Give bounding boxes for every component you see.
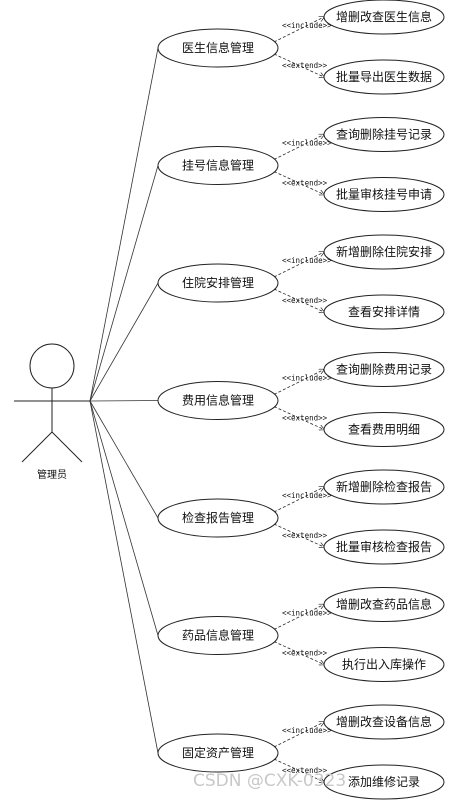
use-case-ellipse	[157, 28, 279, 68]
extend-use-case-label: 添加维修记录	[348, 774, 420, 789]
include-use-case-ellipse	[323, 117, 445, 152]
extend-stereotype-label: <<extend>>	[282, 414, 328, 423]
include-use-case-label: 查询删除挂号记录	[336, 127, 432, 142]
extend-use-case-ellipse	[323, 647, 445, 682]
extend-use-case-ellipse	[323, 529, 445, 565]
association-line	[89, 400, 159, 402]
use-case-label: 挂号信息管理	[182, 158, 254, 173]
extend-stereotype-label: <<extend>>	[282, 766, 328, 775]
use-case-label: 医生信息管理	[182, 40, 254, 55]
use-case-label: 住院安排管理	[182, 275, 254, 290]
association-line	[89, 400, 159, 754]
include-stereotype-label: <<include>>	[282, 491, 332, 500]
actor-left-leg	[21, 431, 53, 463]
extend-dependency-arrow	[273, 406, 324, 430]
association-line	[89, 47, 159, 402]
watermark-text: CSDN @CXK-0323	[193, 771, 346, 791]
use-case-ellipse	[157, 146, 279, 185]
use-case-ellipse	[157, 381, 279, 420]
include-use-case-label: 增删改查设备信息	[336, 714, 432, 729]
use-case-label: 费用信息管理	[182, 393, 254, 408]
include-stereotype-label: <<include>>	[282, 21, 332, 30]
extend-use-case-label: 批量审核检查报告	[336, 539, 432, 554]
include-dependency-arrow	[273, 722, 324, 748]
extend-dependency-arrow	[273, 288, 324, 312]
extend-dependency-arrow	[273, 53, 324, 77]
include-use-case-label: 增删改查药品信息	[336, 597, 432, 612]
extend-use-case-label: 执行出入库操作	[342, 657, 426, 672]
extend-dependency-arrow	[273, 641, 324, 665]
association-line	[89, 400, 159, 636]
extend-use-case-ellipse	[323, 412, 445, 447]
include-use-case-ellipse	[323, 0, 445, 35]
use-case-ellipse	[157, 616, 279, 655]
include-use-case-ellipse	[323, 704, 445, 740]
include-dependency-arrow	[273, 370, 324, 395]
use-case-ellipse	[157, 733, 279, 773]
include-use-case-ellipse	[323, 469, 445, 505]
extend-use-case-label: 批量导出医生数据	[336, 69, 432, 84]
extend-use-case-label: 查看费用明细	[348, 423, 420, 437]
extend-stereotype-label: <<extend>>	[282, 531, 328, 540]
actor-label: 管理员	[37, 468, 67, 481]
use-case-label: 固定资产管理	[182, 745, 254, 760]
association-lines	[89, 17, 324, 782]
include-use-case-ellipse	[323, 234, 445, 270]
use-case-ellipse	[157, 498, 279, 538]
include-use-case-label: 增删改查医生信息	[336, 9, 432, 24]
include-use-case-ellipse	[323, 352, 445, 387]
extend-use-case-ellipse	[323, 177, 445, 212]
include-stereotype-label: <<include>>	[282, 609, 332, 618]
include-stereotype-label: <<include>>	[282, 374, 332, 383]
association-line	[89, 165, 159, 402]
include-stereotype-label: <<include>>	[282, 256, 332, 265]
extend-stereotype-label: <<extend>>	[282, 649, 328, 658]
use-case-label: 检查报告管理	[182, 510, 254, 525]
actor-head	[29, 343, 75, 389]
actor-right-leg	[51, 431, 83, 463]
use-case-ellipse	[157, 263, 279, 303]
association-line	[89, 282, 159, 402]
extend-dependency-arrow	[273, 171, 324, 195]
extend-stereotype-label: <<extend>>	[282, 179, 328, 188]
actor: 管理员	[14, 343, 90, 481]
include-use-case-label: 新增删除住院安排	[336, 244, 432, 259]
extend-stereotype-label: <<extend>>	[282, 61, 328, 70]
use-case-label: 药品信息管理	[182, 628, 254, 643]
include-use-case-label: 新增删除检查报告	[336, 479, 432, 494]
include-dependency-arrow	[273, 135, 324, 160]
extend-use-case-label: 批量审核挂号申请	[336, 187, 432, 202]
include-dependency-arrow	[273, 17, 324, 43]
extend-use-case-ellipse	[323, 59, 445, 95]
include-dependency-arrow	[273, 605, 324, 630]
extend-dependency-arrow	[273, 523, 324, 547]
include-dependency-arrow	[273, 487, 324, 513]
extend-dependency-arrow	[273, 758, 324, 782]
include-use-case-label: 查询删除费用记录	[336, 362, 432, 377]
extend-stereotype-label: <<extend>>	[282, 296, 328, 305]
extend-use-case-ellipse	[323, 764, 445, 800]
extend-use-case-label: 查看安排详情	[348, 304, 420, 319]
include-dependency-arrow	[273, 252, 324, 278]
include-stereotype-label: <<include>>	[282, 726, 332, 735]
use-case-nodes: 医生信息管理 <<include>> 增删改查医生信息 <<extend>> 批量导出医…	[157, 0, 445, 800]
include-stereotype-label: <<include>>	[282, 139, 332, 148]
include-use-case-ellipse	[323, 587, 445, 622]
extend-use-case-ellipse	[323, 294, 445, 330]
association-line	[89, 400, 159, 519]
